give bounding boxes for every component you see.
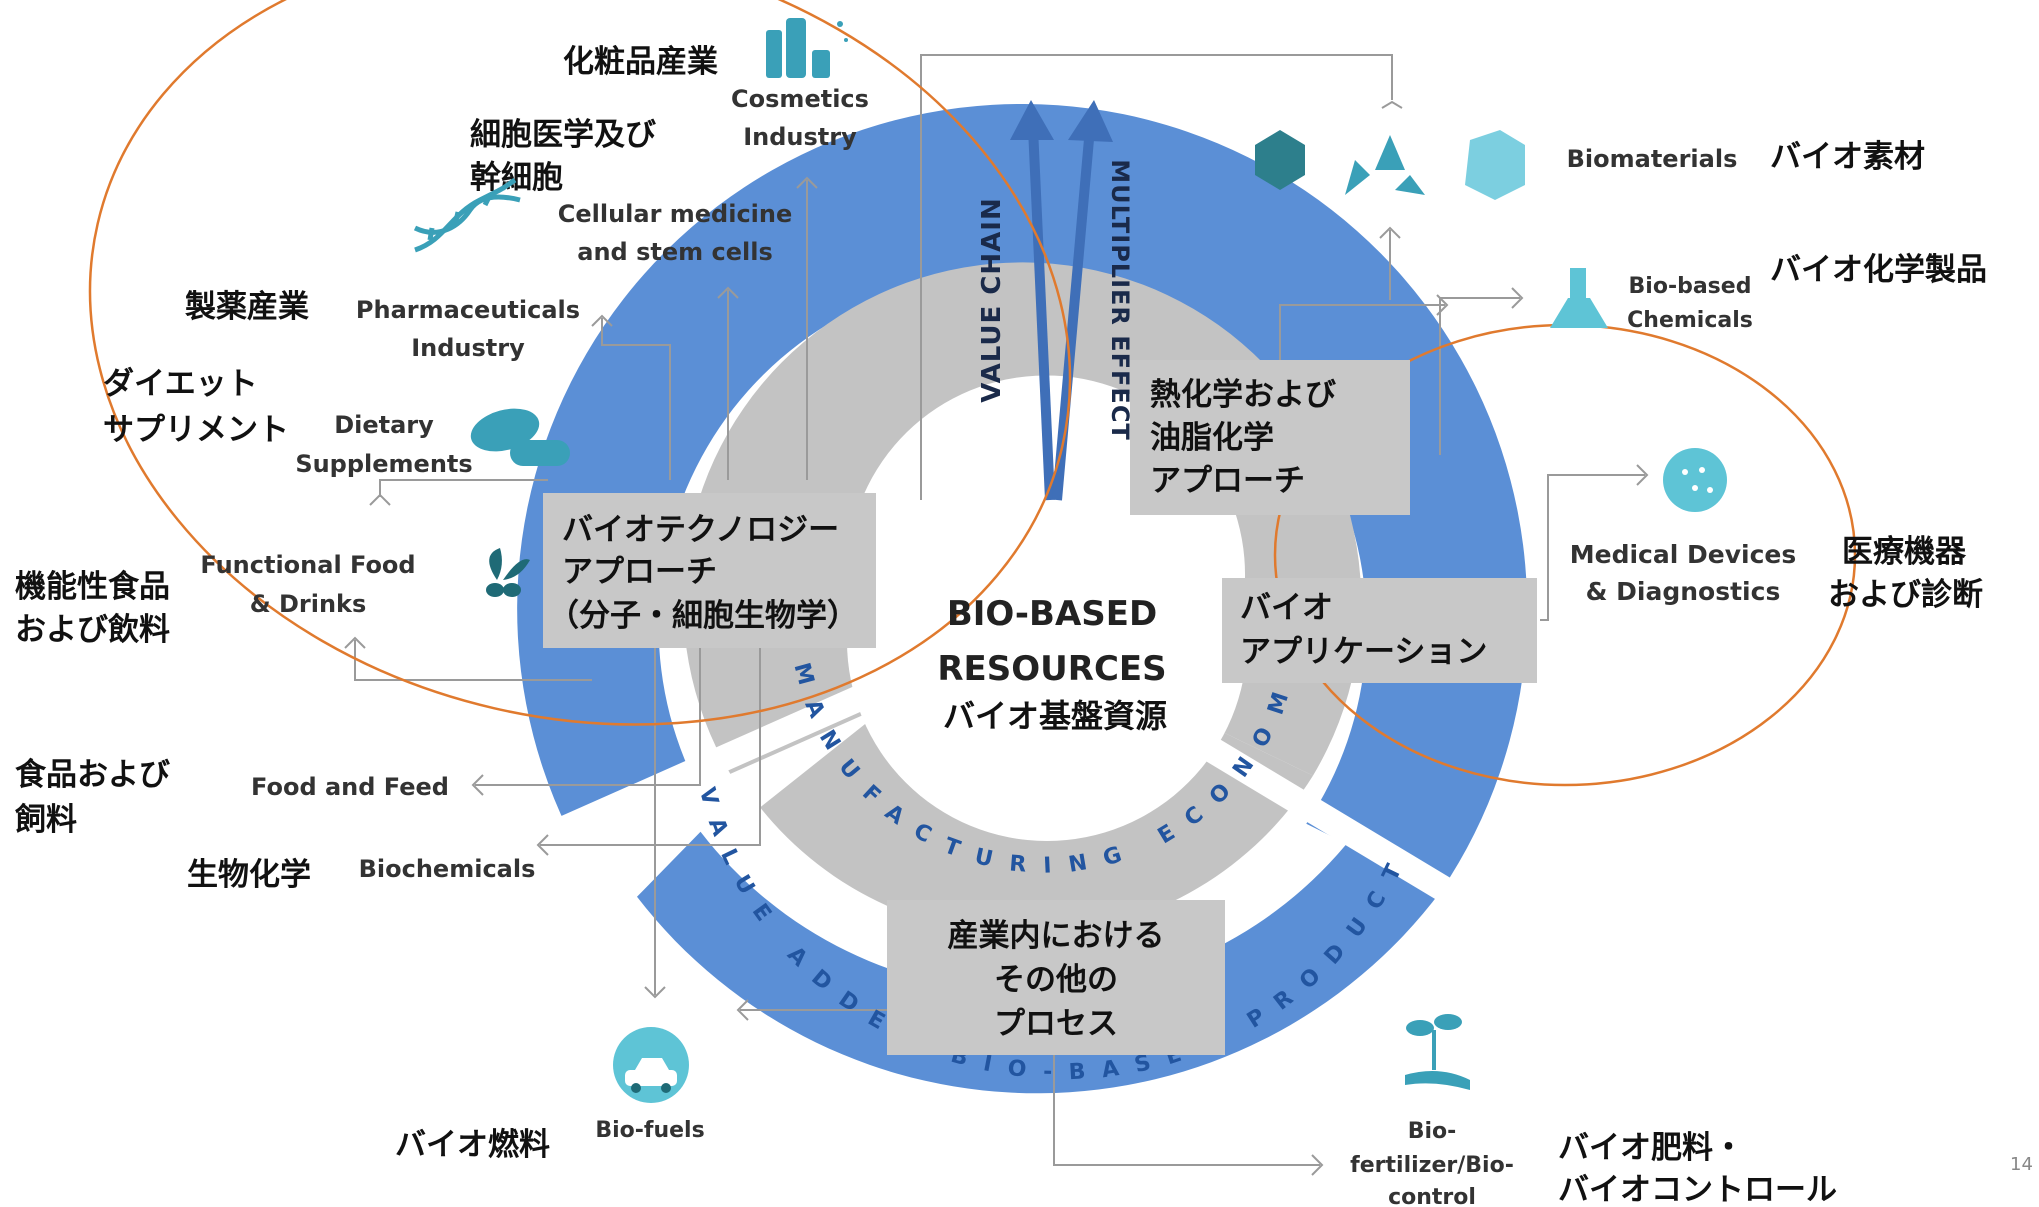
- svg-text:アプリケーション: アプリケーション: [1240, 634, 1487, 670]
- outer-ring-segment-top: [517, 103, 1528, 891]
- svg-text:and stem cells: and stem cells: [577, 238, 772, 266]
- svg-text:fertilizer/Bio-: fertilizer/Bio-: [1350, 1153, 1514, 1178]
- other-process-box: 産業内における その他の プロセス: [887, 900, 1225, 1055]
- svg-text:バイオ化学製品: バイオ化学製品: [1770, 252, 1987, 288]
- svg-text:および診断: および診断: [1828, 577, 1983, 613]
- center-title-jp: バイオ基盤資源: [943, 697, 1167, 735]
- svg-text:バイオ: バイオ: [1240, 590, 1333, 626]
- sector-cosmetics: 化粧品産業 Cosmetics Industry: [563, 18, 869, 151]
- sector-biobased-chemicals: バイオ化学製品 Bio-based Chemicals: [1550, 252, 1987, 333]
- svg-text:Bio-fuels: Bio-fuels: [595, 1118, 704, 1143]
- svg-text:バイオ素材: バイオ素材: [1770, 139, 1925, 175]
- svg-text:Dietary: Dietary: [334, 411, 434, 439]
- value-chain-arrow: [1010, 100, 1055, 501]
- svg-text:control: control: [1388, 1185, 1476, 1207]
- svg-text:熱化学および: 熱化学および: [1150, 377, 1336, 413]
- svg-text:その他の: その他の: [994, 962, 1118, 998]
- svg-text:Functional Food: Functional Food: [200, 551, 415, 579]
- sector-biomaterials: バイオ素材 Biomaterials: [1255, 130, 1925, 200]
- svg-text:& Diagnostics: & Diagnostics: [1586, 577, 1781, 606]
- sector-biofertilizer: バイオ肥料・ バイオコントロール Bio- fertilizer/Bio- co…: [1350, 1014, 1837, 1207]
- sector-pharmaceuticals: 製薬産業 Pharmaceuticals Industry: [185, 289, 580, 362]
- svg-text:製薬産業: 製薬産業: [185, 289, 309, 325]
- thermochemical-approach-box: 熱化学および 油脂化学 アプローチ: [1130, 360, 1410, 515]
- svg-text:バイオ燃料: バイオ燃料: [395, 1127, 550, 1163]
- sector-food-feed: 食品および 飼料 Food and Feed: [15, 757, 449, 838]
- svg-text:& Drinks: & Drinks: [250, 590, 367, 618]
- svg-text:Biomaterials: Biomaterials: [1567, 145, 1738, 173]
- svg-text:プロセス: プロセス: [994, 1006, 1118, 1042]
- svg-text:産業内における: 産業内における: [948, 918, 1165, 954]
- svg-text:Supplements: Supplements: [295, 450, 472, 478]
- svg-text:アプローチ: アプローチ: [1150, 463, 1305, 499]
- sector-dietary-supplements: ダイエット サプリメント Dietary Supplements: [103, 366, 570, 478]
- svg-text:Industry: Industry: [411, 334, 525, 362]
- sector-cellular-medicine: 細胞医学及び 幹細胞 Cellular medicine and stem ce…: [413, 117, 793, 266]
- svg-text:（分子・細胞生物学）: （分子・細胞生物学）: [548, 598, 858, 634]
- dna-helix-icon: [413, 177, 521, 253]
- plant-in-hand-icon: [1405, 1014, 1470, 1090]
- outer-ring-segment-bottom: [636, 826, 1442, 1094]
- svg-text:サプリメント: サプリメント: [103, 412, 289, 448]
- sector-biochemicals: 生物化学 Biochemicals: [187, 855, 535, 893]
- svg-text:機能性食品: 機能性食品: [15, 569, 170, 605]
- page-number: 14: [2010, 1154, 2033, 1175]
- svg-text:油脂化学: 油脂化学: [1150, 420, 1274, 456]
- svg-text:Bio-: Bio-: [1408, 1119, 1457, 1144]
- svg-text:バイオ肥料・: バイオ肥料・: [1558, 1130, 1744, 1166]
- bio-application-box: バイオ アプリケーション: [1222, 578, 1537, 683]
- center-title-line1: BIO-BASED: [947, 594, 1157, 634]
- svg-text:および飲料: および飲料: [15, 612, 170, 648]
- sprout-icon: [486, 548, 530, 597]
- svg-text:Chemicals: Chemicals: [1627, 308, 1753, 333]
- center-title-line2: RESOURCES: [937, 649, 1166, 689]
- multiplier-effect-arrow: [1052, 100, 1113, 501]
- svg-text:Industry: Industry: [743, 123, 857, 151]
- svg-text:生物化学: 生物化学: [187, 857, 311, 893]
- svg-text:Bio-based: Bio-based: [1629, 274, 1752, 299]
- svg-text:食品および: 食品および: [15, 757, 170, 793]
- svg-text:飼料: 飼料: [15, 802, 77, 838]
- svg-text:アプローチ: アプローチ: [562, 554, 717, 590]
- virus-icon: [1663, 448, 1727, 512]
- svg-text:バイオテクノロジー: バイオテクノロジー: [562, 512, 839, 548]
- sector-biofuels: バイオ燃料 Bio-fuels: [395, 1027, 705, 1163]
- svg-text:バイオコントロール: バイオコントロール: [1558, 1172, 1837, 1207]
- cosmetics-bottles-icon: [766, 18, 848, 78]
- svg-text:Cosmetics: Cosmetics: [731, 85, 869, 113]
- svg-text:Cellular medicine: Cellular medicine: [558, 200, 793, 228]
- svg-text:Biochemicals: Biochemicals: [359, 855, 536, 883]
- svg-text:ダイエット: ダイエット: [103, 366, 258, 402]
- center-circle: [847, 441, 1247, 841]
- svg-text:Medical Devices: Medical Devices: [1570, 540, 1797, 569]
- capsule-leaf-icon: [470, 408, 570, 466]
- svg-text:Food and Feed: Food and Feed: [251, 773, 449, 801]
- svg-text:Pharmaceuticals: Pharmaceuticals: [356, 296, 580, 324]
- svg-text:化粧品産業: 化粧品産業: [563, 44, 718, 80]
- sector-functional-food: 機能性食品 および飲料 Functional Food & Drinks: [15, 548, 530, 648]
- electric-car-icon: [613, 1027, 689, 1103]
- flask-icon: [1550, 268, 1608, 328]
- left-cluster-ellipse: [88, 0, 1072, 726]
- value-chain-label: VALUE CHAIN: [977, 197, 1007, 402]
- svg-text:医療機器: 医療機器: [1842, 534, 1967, 570]
- svg-text:細胞医学及び: 細胞医学及び: [470, 117, 656, 153]
- biotech-approach-box: バイオテクノロジー アプローチ （分子・細胞生物学）: [543, 493, 876, 648]
- sector-medical-devices: 医療機器 および診断 Medical Devices & Diagnostics: [1570, 448, 1983, 613]
- biomaterials-icons: [1255, 130, 1525, 200]
- svg-text:幹細胞: 幹細胞: [470, 160, 563, 196]
- multiplier-effect-label: MULTIPLIER EFFECT: [1106, 159, 1134, 441]
